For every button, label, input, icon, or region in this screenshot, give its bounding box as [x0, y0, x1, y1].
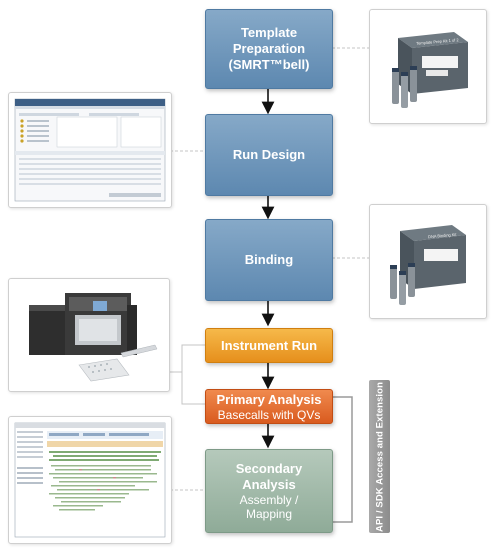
- run-design-software-image: [14, 98, 166, 202]
- secondary-analysis-software-image: [14, 422, 166, 538]
- api-bracket: [332, 396, 353, 523]
- step-secondary-line2: Analysis: [242, 477, 296, 492]
- api-sdk-bar: API / SDK Access and Extension: [369, 380, 390, 533]
- connector-instrument-bracket: [181, 344, 205, 405]
- binding-kit-panel: DNA Binding Kit: [369, 204, 487, 319]
- api-sdk-label: API / SDK Access and Extension: [374, 381, 385, 532]
- step-secondary-line3: Assembly /: [239, 493, 299, 507]
- step-run-design-label: Run Design: [232, 147, 306, 162]
- step-instrument-label: Instrument Run: [220, 337, 318, 353]
- step-secondary-line1: Secondary: [235, 461, 303, 476]
- step-primary-subtitle: Basecalls with QVs: [217, 407, 321, 422]
- step-template-preparation: Template Preparation (SMRT™bell): [205, 9, 333, 89]
- step-instrument-run: Instrument Run: [205, 328, 333, 363]
- template-kit-panel: Template Prep Kit 1 of 2: [369, 9, 487, 124]
- step-primary-title: Primary Analysis: [216, 391, 322, 407]
- instrument-image: [29, 293, 158, 382]
- template-kit-image: [392, 32, 468, 108]
- step-binding-label: Binding: [244, 252, 294, 267]
- step-binding: Binding: [205, 219, 333, 301]
- step-primary-analysis: Primary Analysis Basecalls with QVs: [205, 389, 333, 424]
- run-design-screenshot-panel: [8, 92, 172, 208]
- instrument-photo-panel: [8, 278, 170, 392]
- step-secondary-analysis: Secondary Analysis Assembly / Mapping: [205, 449, 333, 533]
- secondary-analysis-screenshot-panel: [8, 416, 172, 544]
- step-secondary-line4: Mapping: [245, 507, 293, 521]
- step-run-design: Run Design: [205, 114, 333, 196]
- step-template-line2: Preparation: [232, 41, 306, 56]
- step-template-line3: (SMRT™bell): [228, 57, 310, 72]
- step-template-line1: Template: [240, 25, 298, 40]
- binding-kit-image: [390, 225, 466, 305]
